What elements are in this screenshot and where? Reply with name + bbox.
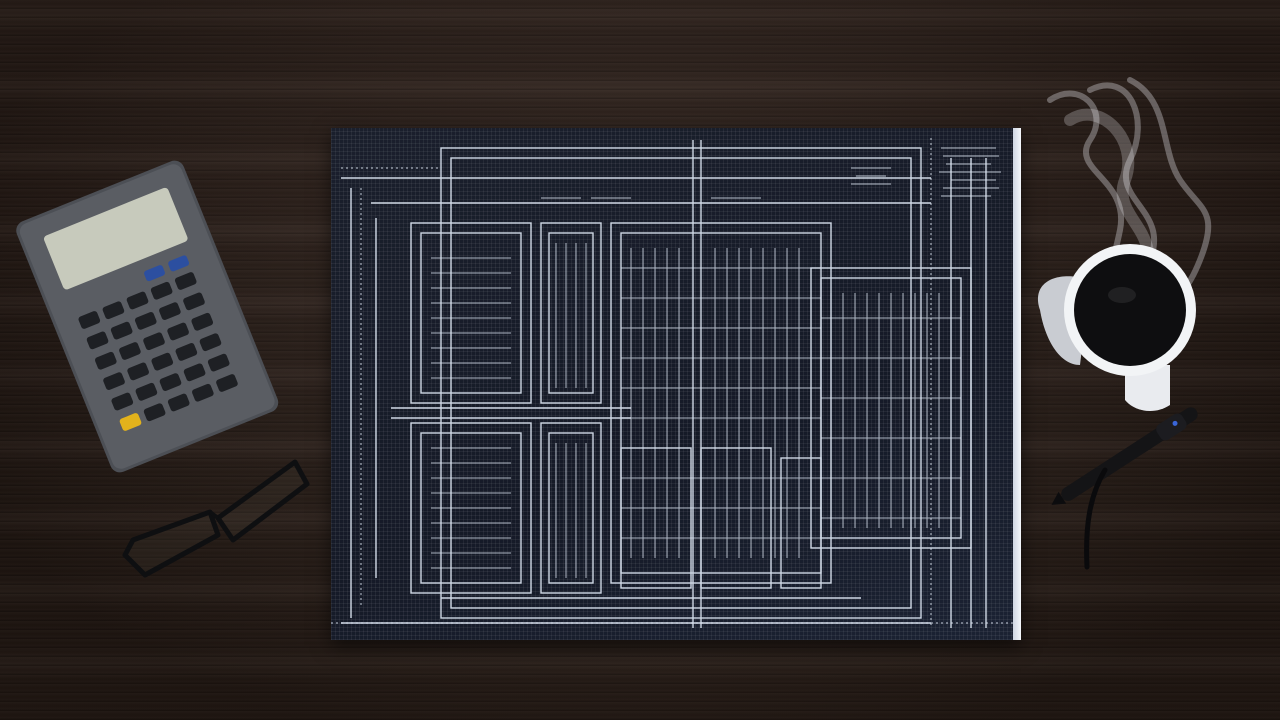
calculator-yellow-key (119, 413, 142, 431)
blueprint-sheet (331, 128, 1021, 640)
calculator-blue-keys (144, 255, 190, 282)
calculator-screen (43, 187, 188, 290)
mug-handle (1125, 365, 1170, 412)
pen (1051, 407, 1198, 570)
calculator (16, 160, 279, 473)
blueprint-drawing (331, 138, 1021, 628)
glasses-left-lens (122, 509, 221, 578)
glasses (122, 459, 310, 578)
calculator-keys (78, 272, 238, 422)
coffee-mug (1038, 244, 1196, 412)
coffee-surface (1074, 254, 1186, 366)
glasses-right-lens (215, 459, 310, 543)
